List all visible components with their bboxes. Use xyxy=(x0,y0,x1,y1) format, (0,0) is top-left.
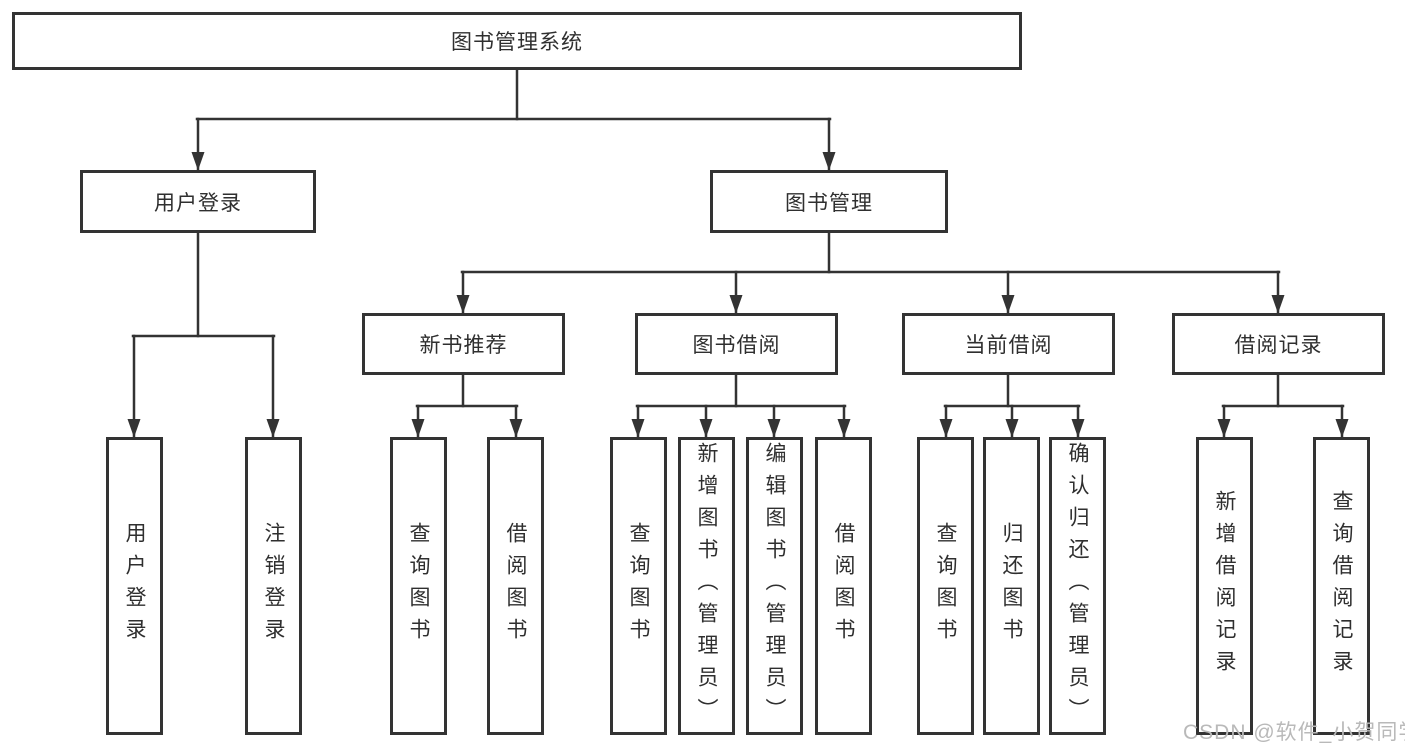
leaf-add-books-admin: 新增图书（管理员） xyxy=(678,437,735,735)
leaf-query-books: 查询图书 xyxy=(917,437,974,735)
leaf-query-books: 查询图书 xyxy=(390,437,447,735)
leaf-return-books: 归还图书 xyxy=(983,437,1040,735)
leaf-query-borrow-record: 查询借阅记录 xyxy=(1313,437,1370,735)
node-user-login: 用户登录 xyxy=(80,170,316,233)
node-book-management: 图书管理 xyxy=(710,170,948,233)
node-book-borrowing: 图书借阅 xyxy=(635,313,838,375)
node-borrowing-records: 借阅记录 xyxy=(1172,313,1385,375)
leaf-user-login: 用户登录 xyxy=(106,437,163,735)
leaf-logout: 注销登录 xyxy=(245,437,302,735)
leaf-add-borrow-record: 新增借阅记录 xyxy=(1196,437,1253,735)
leaf-query-books: 查询图书 xyxy=(610,437,667,735)
leaf-edit-books-admin: 编辑图书（管理员） xyxy=(746,437,803,735)
leaf-borrow-books: 借阅图书 xyxy=(487,437,544,735)
node-current-borrowing: 当前借阅 xyxy=(902,313,1115,375)
node-new-book-recommendation: 新书推荐 xyxy=(362,313,565,375)
leaf-borrow-books: 借阅图书 xyxy=(815,437,872,735)
csdn-watermark: CSDN @软件_小贺同学 xyxy=(1183,721,1405,744)
node-library-management-system: 图书管理系统 xyxy=(12,12,1022,70)
leaf-confirm-return-admin: 确认归还（管理员） xyxy=(1049,437,1106,735)
